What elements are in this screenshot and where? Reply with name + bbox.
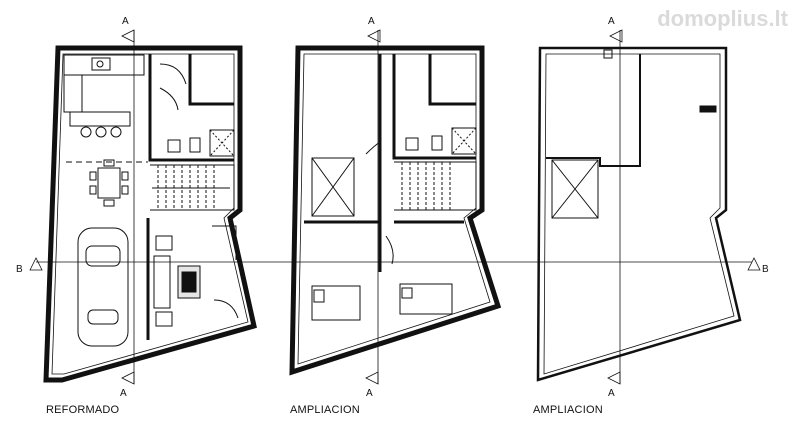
island-counter [69,111,131,127]
section-label-a: A [608,388,615,399]
bath-partition [428,54,476,106]
section-arrow [365,371,379,385]
washbasin [167,139,181,153]
outer-wall [289,45,502,376]
car-windshield [85,245,121,267]
section-label-b: B [16,264,23,275]
counter-side [63,74,83,113]
bath-partition [188,54,234,106]
plan-reformado [43,45,257,383]
section-arrow [29,257,43,271]
bath-door-swing [159,63,187,85]
kitchen-counter [63,54,145,76]
plan-title-ampliacion: AMPLIACION [290,404,360,416]
stool [80,126,92,138]
stairs [394,161,477,211]
outer-wall-inner-line [51,53,249,375]
section-label-b: B [762,264,769,275]
tv-unit [212,225,237,260]
bed [311,285,361,321]
pillow [313,289,325,303]
plan-ampliacion-1 [289,45,502,376]
chair [121,185,129,195]
section-label-a: A [608,16,615,27]
outer-wall [536,46,742,382]
section-arrow [121,371,135,385]
bed [399,283,453,315]
outer-wall-inner-line [297,53,491,365]
section-arrow [609,29,623,43]
skylight-void [551,159,599,219]
section-label-a: A [120,388,127,399]
chair [103,159,115,167]
door-swing [213,299,239,319]
stool [110,126,122,138]
coffee-table [181,271,197,293]
section-label-a: A [122,16,129,27]
washbasin [405,137,419,151]
armchair [155,235,173,251]
dining-table [97,167,121,199]
sofa [153,255,171,309]
shower [209,129,235,157]
section-lines [29,29,761,385]
shower [451,127,477,155]
car-rear-window [87,309,119,325]
section-arrow [607,371,621,385]
bathroom-walls [392,54,476,160]
section-arrow [747,257,761,271]
plan-title-ampliacion: AMPLIACION [533,404,603,416]
vent [603,49,613,59]
outer-wall [43,45,257,383]
marker [699,105,717,113]
void-cross [311,157,355,217]
section-label-a: A [366,388,373,399]
door-swing [365,141,381,155]
shower-cross [451,127,477,155]
pillow [401,287,413,299]
bathroom-walls [148,54,234,162]
sink-drain [96,60,104,68]
shower-cross [209,129,235,157]
stairs [150,164,235,211]
toilet [431,135,443,151]
plan-ampliacion-2 [536,46,742,382]
bath-door-swing [159,87,179,111]
door-swing [385,235,394,265]
void-cross [551,159,599,219]
armchair [155,311,173,327]
section-arrow [121,29,135,43]
stair-void [311,157,355,217]
section-labels: A A A A A A B B [16,16,769,399]
outer-wall-inner-line [543,53,735,375]
stool [95,126,107,138]
watermark: domoplius.lt [657,6,788,31]
car [77,227,129,347]
toilet [189,137,201,153]
section-arrow [367,29,381,43]
sink [91,57,111,71]
roof-edge [546,54,641,167]
chair [103,199,115,207]
plan-title-reformado: REFORMADO [46,404,120,416]
chair [89,171,97,181]
chair [89,185,97,195]
section-label-a: A [368,16,375,27]
stair-steps [401,162,451,210]
chair [121,171,129,181]
